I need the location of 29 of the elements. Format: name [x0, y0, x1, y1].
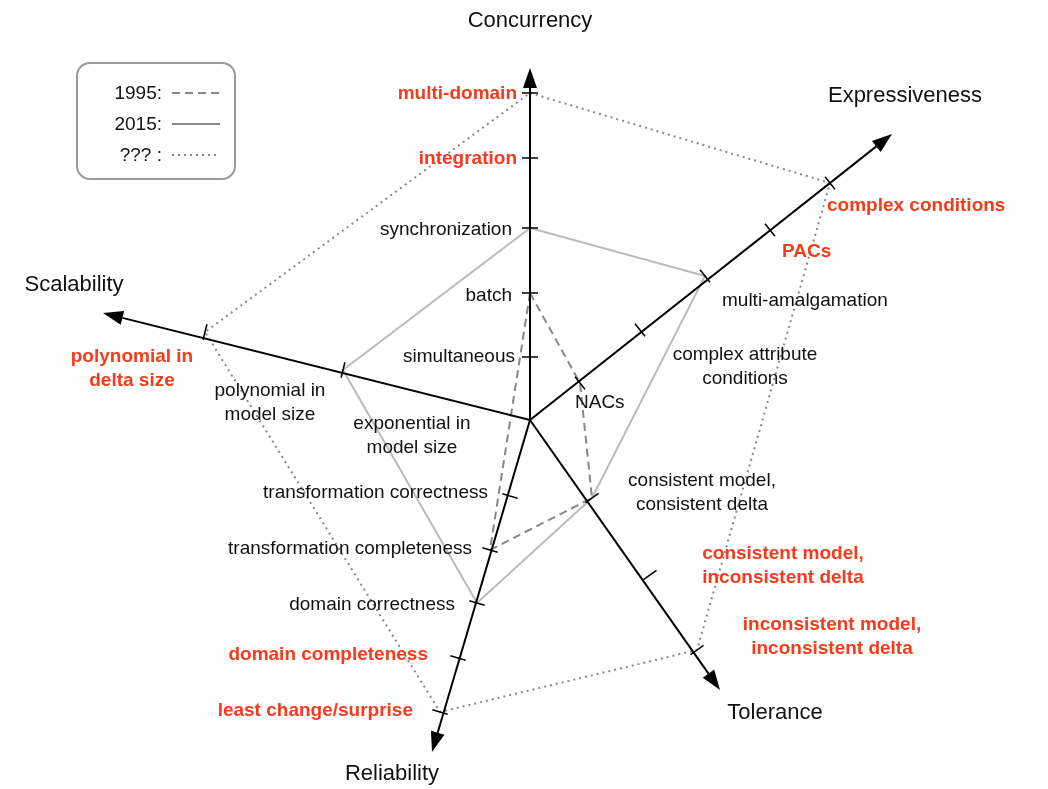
tick-label: domain completeness — [228, 642, 428, 666]
tick-label: synchronization — [379, 217, 512, 241]
legend-label: 2015: — [114, 112, 162, 136]
tick-label: multi-domain — [397, 81, 517, 105]
legend-label: ??? : — [119, 143, 162, 167]
tick-label: complex conditions — [827, 193, 1006, 217]
axis-label: Tolerance — [727, 700, 823, 724]
axis-label: Concurrency — [467, 8, 593, 32]
tick-label: polynomial in model size — [213, 378, 327, 426]
tick-label: multi-amalgamation — [722, 288, 888, 312]
tick-label: transformation correctness — [263, 480, 488, 504]
tick-label: least change/surprise — [217, 698, 413, 722]
tick-label: complex attribute conditions — [671, 342, 819, 390]
tick-label: integration — [418, 146, 517, 170]
tick-label: NACs — [575, 390, 625, 414]
axis-label: Scalability — [24, 272, 124, 296]
tick-label: batch — [465, 283, 512, 307]
tick-label: transformation completeness — [228, 536, 472, 560]
axis-label: Reliability — [344, 761, 440, 785]
tick-label: consistent model, consistent delta — [627, 468, 777, 516]
tick-label: PACs — [782, 239, 832, 263]
tick-label: polynomial in delta size — [69, 344, 195, 392]
tick-label: exponential in model size — [352, 411, 472, 459]
tick-label: consistent model, inconsistent delta — [701, 541, 865, 589]
tick-label: domain correctness — [289, 592, 455, 616]
legend-label: 1995: — [114, 81, 162, 105]
tick-label: inconsistent model, inconsistent delta — [741, 612, 923, 660]
axis-label: Expressiveness — [827, 83, 983, 107]
tick-label: simultaneous — [403, 344, 515, 368]
